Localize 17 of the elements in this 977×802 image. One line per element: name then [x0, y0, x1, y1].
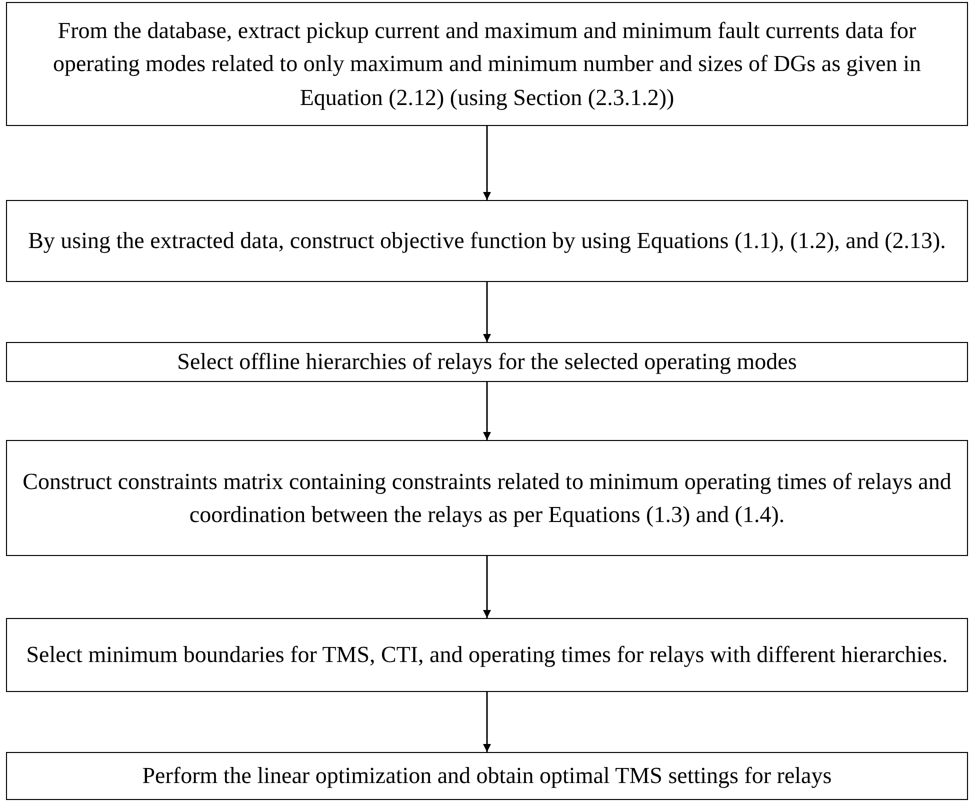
- arrow: [483, 126, 491, 200]
- step-text: Construct constraints matrix containing constraints related to minimum operating times of relays and coordination between the relays as per Equations (1.3) and (1.4).: [22, 468, 952, 529]
- process-box: [6, 200, 968, 282]
- process-box: [6, 440, 968, 556]
- step-text: Select offline hierarchies of relays for the selected operating modes: [177, 348, 797, 376]
- arrow: [483, 382, 491, 440]
- step-text: Select minimum boundaries for TMS, CTI, and operating times for relays with different hierarchies.: [26, 641, 948, 670]
- process-box: [6, 342, 968, 382]
- arrow: [483, 692, 491, 752]
- arrow: [483, 556, 491, 618]
- step-text: Perform the linear optimization and obtain optimal TMS settings for relays: [142, 762, 832, 790]
- process-box: [6, 2, 968, 126]
- process-box: [6, 752, 968, 800]
- step-text: By using the extracted data, construct objective function by using Equations (1.1), (1.2), and (2.13).: [28, 227, 946, 256]
- process-box: [6, 618, 968, 692]
- arrow: [483, 282, 491, 342]
- step-text: From the database, extract pickup current and maximum and minimum fault currents data for operating modes related to only maximum and minimum number and sizes of DGs as given in Equation (2.12) (using Section (2.3.1.2)): [52, 16, 922, 112]
